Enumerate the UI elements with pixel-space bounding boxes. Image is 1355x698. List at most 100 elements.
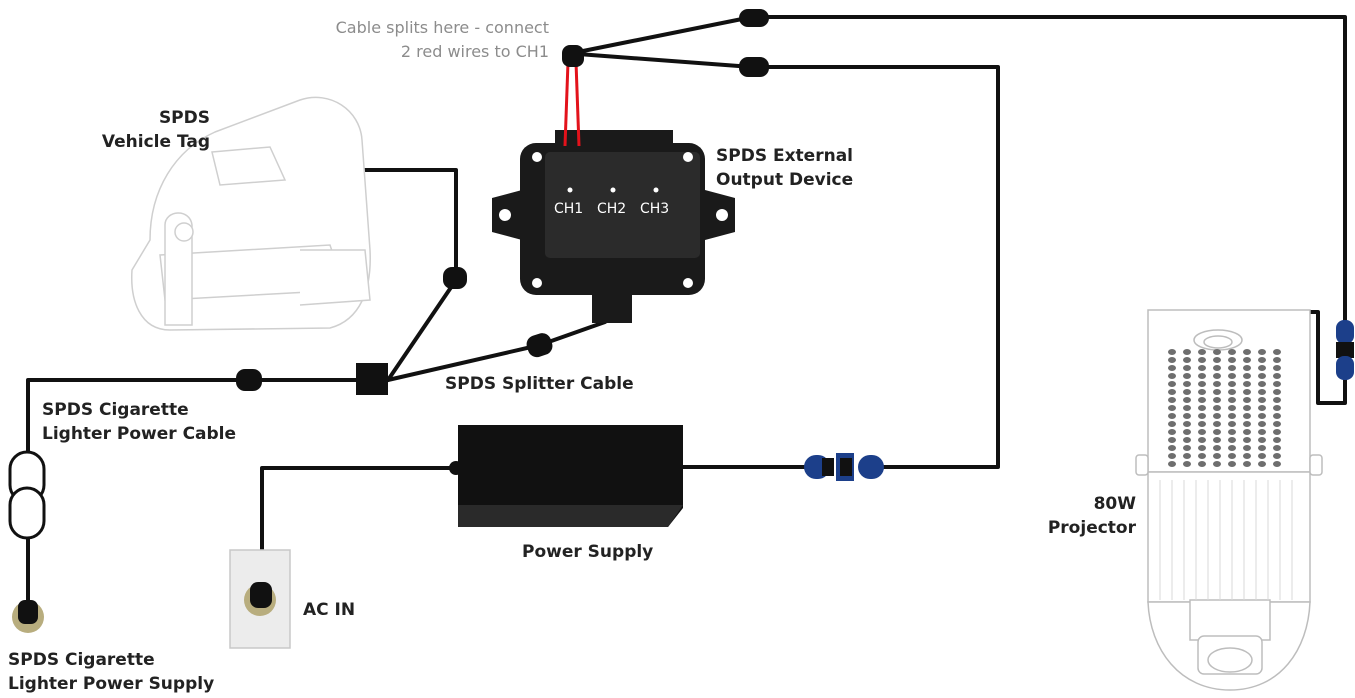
heatsink-dot [1258, 405, 1266, 411]
heatsink-dot [1168, 413, 1176, 419]
heatsink-dot [1168, 365, 1176, 371]
heatsink-dot [1168, 421, 1176, 427]
heatsink-dot [1273, 437, 1281, 443]
heatsink-dot [1228, 421, 1236, 427]
heatsink-dot [1273, 397, 1281, 403]
heatsink-dot [1213, 445, 1221, 451]
heatsink-dot [1168, 389, 1176, 395]
heatsink-dot [1273, 349, 1281, 355]
projector-vents [1159, 480, 1293, 600]
heatsink-dot [1228, 381, 1236, 387]
heatsink-dot [1273, 461, 1281, 467]
heatsink-dot [1198, 357, 1206, 363]
blue-inline-connector [804, 453, 884, 481]
cable-split-note: Cable splits here - connect 2 red wires … [336, 16, 549, 64]
heatsink-dot [1243, 421, 1251, 427]
heatsink-dot [1183, 349, 1191, 355]
fuse-holder-icon [8, 450, 46, 540]
heatsink-dot [1198, 437, 1206, 443]
heatsink-dot [1183, 357, 1191, 363]
channel-1-label: CH1 [554, 201, 584, 217]
connectors [236, 9, 769, 475]
cable-ac-in [260, 466, 460, 594]
external-output-line1: SPDS External [716, 146, 853, 166]
power-supply-text: Power Supply [522, 542, 654, 562]
heatsink-dot [1273, 453, 1281, 459]
heatsink-dot [1228, 437, 1236, 443]
heatsink-dot [1168, 429, 1176, 435]
heatsink-dot [1273, 373, 1281, 379]
heatsink-dot [1228, 453, 1236, 459]
heatsink-dot [1258, 397, 1266, 403]
heatsink-dot [1258, 357, 1266, 363]
heatsink-dot [1243, 405, 1251, 411]
heatsink-dot [1258, 389, 1266, 395]
heatsink-dot [1228, 365, 1236, 371]
heatsink-dot [1183, 389, 1191, 395]
heatsink-dot [1258, 445, 1266, 451]
vehicle-tag-device-icon [131, 96, 371, 331]
heatsink-dot [1228, 397, 1236, 403]
cig-supply-line2: Lighter Power Supply [8, 674, 215, 694]
cable-split-connector [562, 45, 584, 67]
cable-output-to-power-supply [576, 52, 1000, 469]
splitter-body [356, 363, 388, 395]
power-supply-label: Power Supply [522, 540, 653, 564]
heatsink-dot [1228, 405, 1236, 411]
heatsink-dot [1183, 453, 1191, 459]
heatsink-dot [1183, 445, 1191, 451]
heatsink-dot [1273, 429, 1281, 435]
inline-connector-top [739, 9, 769, 27]
heatsink-dot [1213, 421, 1221, 427]
heatsink-dot [1213, 365, 1221, 371]
cigarette-cable-label: SPDS Cigarette Lighter Power Cable [42, 398, 236, 446]
channel-3-label: CH3 [640, 201, 670, 217]
heatsink-dot [1273, 389, 1281, 395]
power-brick-icon [458, 425, 683, 527]
heatsink-dot [1213, 381, 1221, 387]
cable-output-to-projector [576, 15, 1347, 332]
heatsink-dot [1213, 461, 1221, 467]
heatsink-dot [1243, 365, 1251, 371]
heatsink-dot [1243, 357, 1251, 363]
heatsink-dot [1243, 437, 1251, 443]
heatsink-dot [1213, 405, 1221, 411]
cable-splitter-to-tag [360, 168, 458, 382]
heatsink-dot [1183, 373, 1191, 379]
heatsink-dot [1258, 437, 1266, 443]
heatsink-dot [1258, 453, 1266, 459]
heatsink-dot [1228, 373, 1236, 379]
heatsink-dot [1168, 437, 1176, 443]
heatsink-dot [1183, 429, 1191, 435]
heatsink-dot [1243, 453, 1251, 459]
red-wires [563, 61, 581, 147]
heatsink-dot [1213, 429, 1221, 435]
heatsink-dot [1258, 381, 1266, 387]
vehicle-tag-line1: SPDS [158, 108, 210, 128]
cable-note-line1: Cable splits here - connect [335, 18, 549, 37]
heatsink-dot [1258, 421, 1266, 427]
heatsink-dot [1273, 445, 1281, 451]
projector-heatsink-dots [1168, 349, 1281, 467]
heatsink-dot [1183, 461, 1191, 467]
heatsink-dot [1168, 373, 1176, 379]
splitter-connector-tag [443, 267, 467, 289]
heatsink-dot [1183, 397, 1191, 403]
heatsink-dot [1228, 429, 1236, 435]
heatsink-dot [1243, 445, 1251, 451]
heatsink-dot [1258, 373, 1266, 379]
heatsink-dot [1168, 405, 1176, 411]
wall-outlet-icon [229, 549, 291, 649]
splitter-cable-text: SPDS Splitter Cable [445, 374, 634, 394]
heatsink-dot [1168, 445, 1176, 451]
heatsink-dot [1228, 389, 1236, 395]
heatsink-dot [1273, 357, 1281, 363]
projector-line1: 80W [1093, 494, 1136, 514]
splitter-connector-output [526, 333, 553, 358]
heatsink-dot [1183, 437, 1191, 443]
heatsink-dot [1243, 381, 1251, 387]
heatsink-dot [1258, 349, 1266, 355]
heatsink-dot [1183, 381, 1191, 387]
cig-cable-line2: Lighter Power Cable [42, 424, 237, 444]
